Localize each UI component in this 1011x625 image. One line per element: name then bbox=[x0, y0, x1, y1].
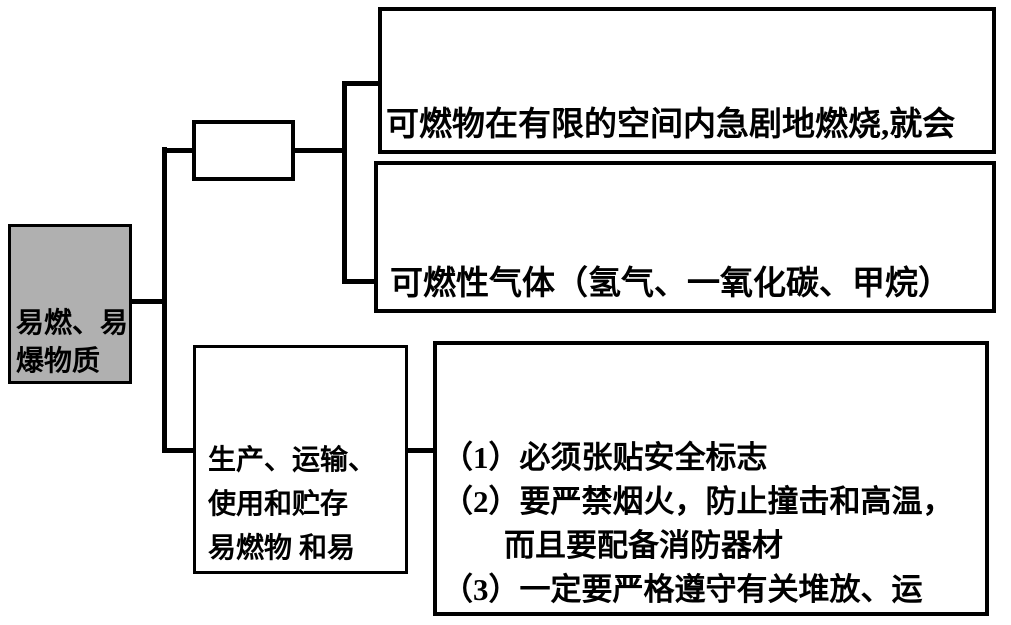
node-precautions-topic: 生产、运输、 使用和贮存 易燃物 和易 爆物时的注 意事项 bbox=[193, 345, 408, 574]
node-explosion: 爆炸 bbox=[192, 120, 295, 181]
node-root-topic: 易燃、易 爆物质 的安全 知识 bbox=[8, 224, 132, 384]
connector-root-to-branches bbox=[131, 299, 167, 304]
connector-left-vertical-trunk bbox=[162, 147, 167, 453]
node-explosion-definition: 可燃物在有限的空间内急剧地燃烧,就会 在短时间内聚积大量的热， 使气体的体 积迅… bbox=[378, 7, 996, 154]
connector-trunk-to-precautions bbox=[162, 448, 193, 453]
connector-to-condition-box bbox=[347, 279, 374, 284]
node-explosion-condition: 可燃性气体（氢气、一氧化碳、甲烷） 或粉尘（面粉、煤粉）与空气或氧气混 合，遇到… bbox=[374, 161, 996, 313]
explosion-condition-text: 可燃性气体（氢气、一氧化碳、甲烷） 或粉尘（面粉、煤粉）与空气或氧气混 合，遇到… bbox=[390, 266, 951, 302]
connector-to-definition-box bbox=[347, 81, 378, 86]
connector-explosion-to-details bbox=[295, 148, 343, 153]
node-precautions-list: （1）必须张贴安全标志 （2）要严禁烟火，防止撞击和高温， 而且要配备消防器材 … bbox=[433, 341, 989, 616]
connector-trunk-to-explosion bbox=[167, 148, 192, 153]
connector-precautions-to-list bbox=[408, 448, 433, 453]
connector-right-vertical-trunk bbox=[342, 81, 347, 284]
root-topic-text: 易燃、易 爆物质 的安全 知识 bbox=[16, 308, 129, 377]
explosion-definition-text: 可燃物在有限的空间内急剧地燃烧,就会 在短时间内聚积大量的热， 使气体的体 积迅… bbox=[386, 107, 956, 143]
precautions-topic-text: 生产、运输、 使用和贮存 易燃物 和易 爆物时的注 意事项 bbox=[208, 445, 377, 564]
precautions-list-text: （1）必须张贴安全标志 （2）要严禁烟火，防止撞击和高温， 而且要配备消防器材 … bbox=[442, 440, 954, 607]
